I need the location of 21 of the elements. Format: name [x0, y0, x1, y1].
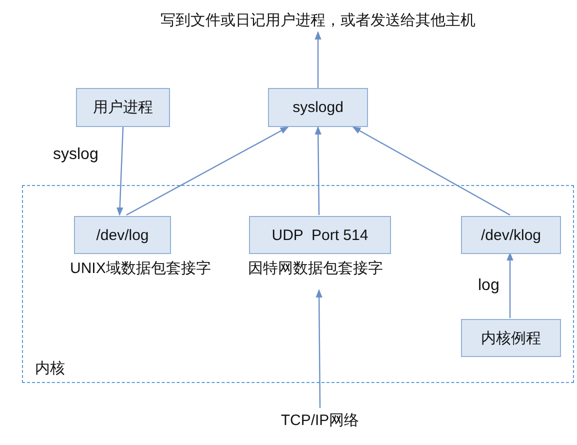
region-label: 内核: [35, 359, 65, 378]
arrow: [314, 126, 322, 215]
text-label: TCP/IP网络: [275, 408, 365, 432]
process-box: 用户进程: [76, 88, 170, 127]
process-box: /dev/log: [74, 216, 171, 254]
arrow: [506, 252, 514, 318]
process-box: UDP Port 514: [249, 216, 391, 254]
node-label: UNIX域数据包套接字: [70, 259, 211, 278]
arrow: [116, 126, 124, 216]
arrow: [316, 289, 322, 408]
edge-label: syslog: [53, 146, 98, 164]
process-box: 内核例程: [461, 319, 561, 357]
kernel-dashed-region: [22, 185, 574, 383]
text-label: 写到文件或日记用户进程，或者发送给其他主机: [158, 8, 478, 32]
arrow: [352, 126, 510, 216]
arrow: [126, 126, 289, 216]
arrow: [314, 31, 322, 88]
process-box: syslogd: [268, 88, 368, 127]
process-box: /dev/klog: [461, 216, 561, 254]
node-label: 因特网数据包套接字: [248, 259, 383, 278]
edge-label: log: [478, 277, 500, 295]
